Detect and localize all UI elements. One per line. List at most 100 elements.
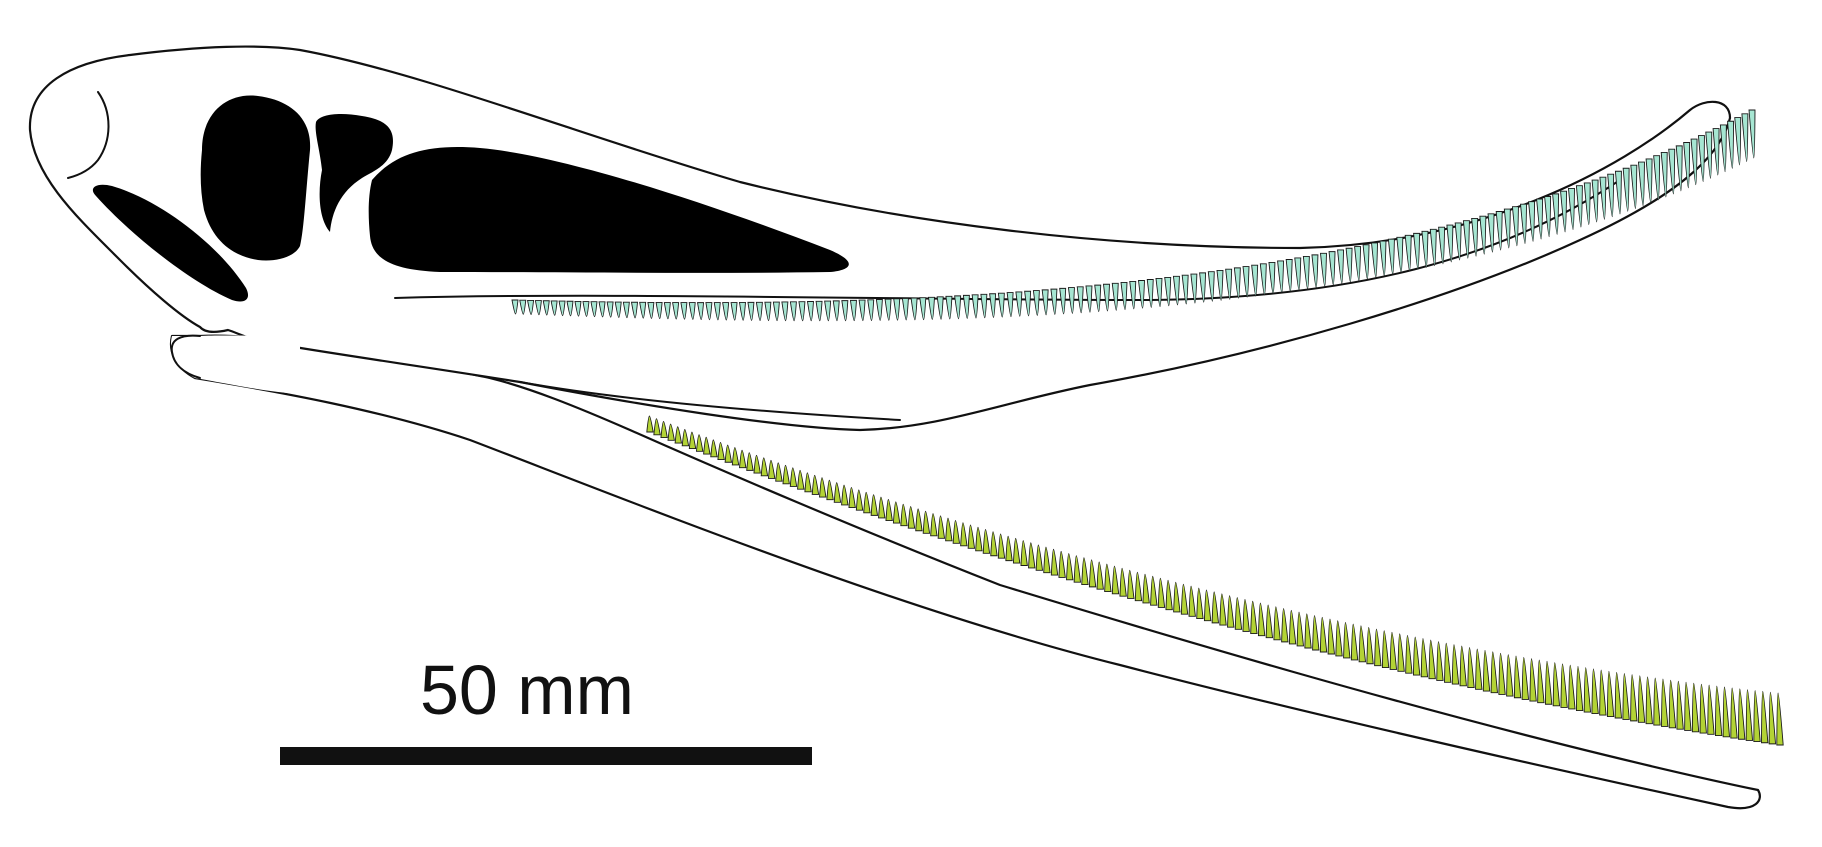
upper-tooth: [1560, 190, 1568, 233]
lower-tooth: [1645, 676, 1653, 725]
upper-tooth: [936, 296, 944, 320]
upper-tooth: [1705, 131, 1713, 179]
lower-tooth: [1066, 553, 1074, 581]
upper-tooth: [1536, 198, 1544, 240]
upper-tooth: [1637, 161, 1645, 207]
upper-tooth: [1076, 286, 1084, 314]
lower-tooth: [1173, 581, 1181, 613]
upper-tooth: [849, 299, 857, 322]
lower-tooth: [892, 501, 901, 524]
upper-tooth: [1567, 188, 1575, 230]
lower-tooth: [797, 469, 805, 490]
upper-tooth: [1345, 247, 1353, 283]
lower-tooth: [1498, 652, 1506, 695]
upper-tooth: [1041, 289, 1049, 316]
upper-tooth: [1337, 249, 1345, 284]
lower-tooth: [1467, 647, 1475, 689]
upper-tooth: [622, 301, 630, 319]
lower-tooth: [1389, 631, 1398, 670]
upper-tooth: [875, 299, 883, 321]
lower-tooth: [885, 499, 893, 521]
lower-tooth: [952, 519, 961, 544]
upper-tooth: [519, 299, 527, 315]
upper-tooth: [824, 300, 832, 322]
upper-tooth: [1024, 290, 1032, 317]
upper-tooth: [1748, 109, 1756, 159]
upper-tooth: [1259, 263, 1267, 296]
lower-tooth: [1281, 608, 1289, 643]
lower-tooth: [1088, 559, 1097, 588]
lower-tooth: [1745, 689, 1754, 741]
upper-tooth: [1067, 287, 1075, 314]
lower-temporal-fenestra: [92, 184, 249, 302]
lower-tooth: [760, 457, 769, 477]
lower-tooth: [841, 484, 849, 506]
upper-tooth: [927, 296, 935, 320]
lower-tooth: [937, 515, 946, 539]
upper-tooth: [705, 302, 713, 321]
lower-jaw: [169, 334, 1761, 810]
upper-tooth: [945, 295, 953, 320]
upper-tooth: [1622, 167, 1630, 212]
upper-tooth: [680, 302, 688, 320]
upper-tooth: [1006, 292, 1014, 318]
lower-tooth: [1366, 626, 1374, 665]
upper-tooth: [910, 297, 918, 321]
upper-tooth: [1630, 164, 1638, 209]
lower-tooth: [915, 508, 923, 532]
lower-tooth: [997, 533, 1006, 559]
lower-tooth: [1265, 604, 1274, 639]
lower-tooth: [1273, 606, 1281, 641]
upper-tooth: [1216, 269, 1224, 301]
lower-tooth: [1343, 621, 1351, 659]
upper-tooth: [1387, 238, 1395, 275]
lower-tooth: [1668, 679, 1677, 729]
lower-tooth: [1661, 678, 1669, 727]
lower-tooth: [1327, 618, 1335, 655]
lower-tooth: [1436, 641, 1444, 681]
lower-tooth: [1768, 691, 1777, 745]
upper-tooth: [893, 298, 901, 321]
upper-tooth: [1190, 273, 1198, 304]
upper-tooth: [590, 301, 598, 318]
lower-tooth: [1134, 571, 1143, 602]
lower-tooth: [1630, 674, 1638, 722]
upper-tooth: [1225, 268, 1233, 300]
lower-tooth: [1444, 642, 1452, 683]
upper-tooth: [722, 302, 730, 321]
lower-tooth: [1312, 615, 1320, 651]
lower-tooth: [855, 489, 864, 511]
lower-tooth: [1035, 544, 1044, 571]
upper-tooth: [1668, 148, 1676, 195]
upper-tooth: [1591, 179, 1599, 223]
upper-tooth: [1268, 261, 1276, 295]
upper-tooth: [764, 301, 772, 322]
upper-tooth: [755, 301, 763, 321]
lower-tooth: [1459, 645, 1467, 687]
lower-tooth: [1722, 686, 1731, 738]
jaw-articulation: [170, 335, 300, 394]
upper-tooth: [1734, 117, 1742, 166]
lower-tooth: [1028, 542, 1036, 569]
lower-tooth: [1405, 635, 1413, 674]
lower-tooth: [1180, 583, 1189, 615]
upper-tooth: [1614, 170, 1622, 215]
upper-tooth: [511, 299, 519, 315]
upper-tooth: [1471, 218, 1479, 257]
lower-tooth: [789, 467, 798, 487]
lower-tooth: [804, 472, 812, 493]
lower-tooth: [1096, 561, 1104, 590]
lower-tooth: [717, 442, 725, 460]
upper-tooth: [630, 301, 638, 319]
lower-tooth: [1335, 620, 1343, 657]
lower-tooth: [930, 513, 938, 537]
upper-tooth: [1251, 264, 1259, 297]
lower-tooth: [1513, 655, 1522, 699]
lower-tooth: [667, 423, 675, 441]
upper-tooth: [1712, 128, 1720, 176]
upper-tooth: [954, 295, 962, 320]
upper-tooth: [574, 300, 582, 317]
upper-tooth: [1454, 222, 1462, 261]
lower-tooth: [1296, 611, 1304, 647]
lower-tooth: [1637, 675, 1646, 723]
